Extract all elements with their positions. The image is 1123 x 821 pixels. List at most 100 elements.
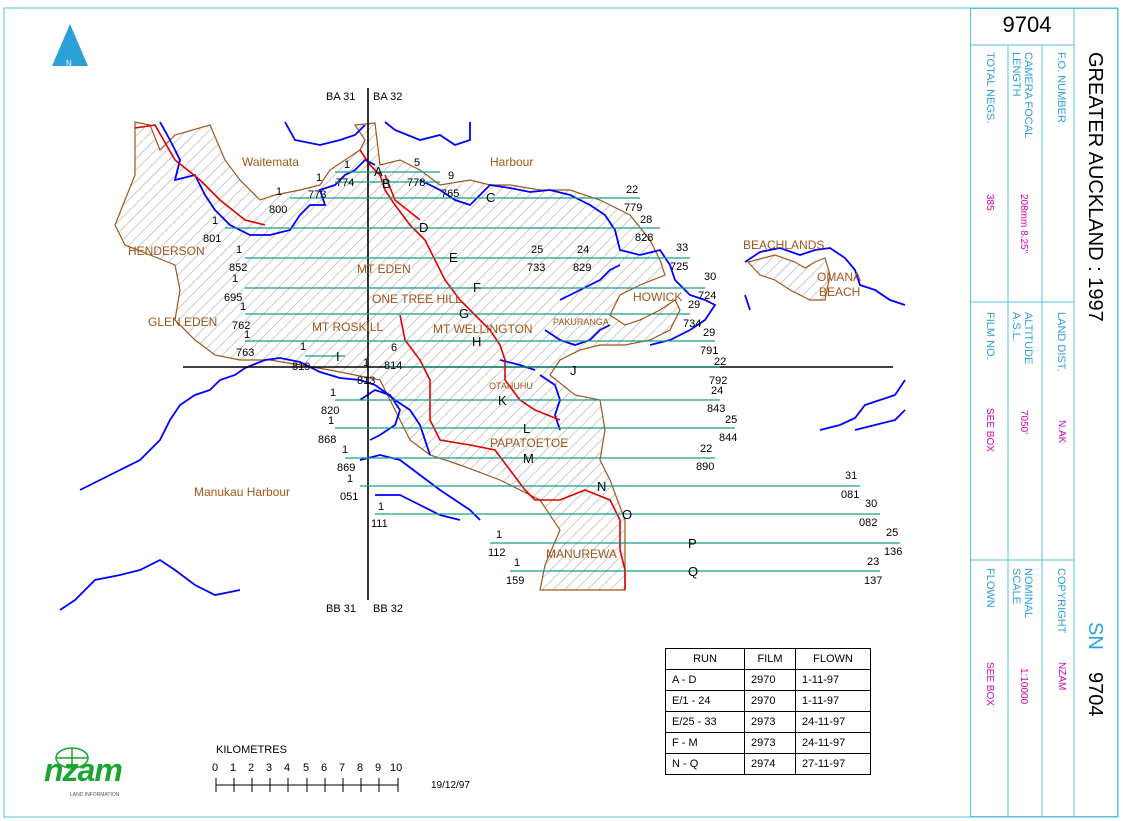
legend-film: 2970	[744, 690, 796, 712]
map-date: 19/12/97	[431, 780, 470, 791]
frame-number: 1	[496, 529, 503, 541]
scale-tick-label: 7	[339, 762, 346, 774]
frame-number: 1	[342, 444, 349, 456]
field-film-no-value: SEE BOX	[984, 408, 995, 452]
scale-tick-label: 8	[357, 762, 364, 774]
legend-row: E/1 - 24 2970 1-11-97	[665, 690, 871, 712]
urban-area	[114, 121, 831, 591]
run-letter-a: A	[374, 164, 383, 179]
scale-tick-label: 10	[390, 762, 403, 774]
legend-run: A - D	[665, 669, 745, 691]
scale-tick-label: 2	[248, 762, 255, 774]
grid-label-ba31: BA 31	[326, 91, 356, 103]
frame-number: 852	[229, 262, 248, 274]
frame-number: 724	[698, 290, 717, 302]
legend-header-row: RUN FILM FLOWN	[665, 648, 871, 670]
frame-number: 695	[224, 292, 243, 304]
sn-label: SN	[1084, 622, 1106, 650]
frame-number: 801	[203, 233, 222, 245]
field-total-negs-head: TOTAL NEGS.	[984, 52, 996, 124]
field-land-dist-head: LAND DIST.	[1055, 312, 1067, 372]
field-copyright-value: NZAM	[1056, 662, 1067, 691]
map-border	[3, 7, 1119, 818]
legend-flown: 27-11-97	[795, 753, 871, 775]
frame-number: 29	[688, 299, 701, 311]
frame-number: 137	[864, 575, 883, 587]
grid-label-bb31: BB 31	[326, 603, 356, 615]
frame-number: 1	[514, 557, 521, 569]
scale-tick-label: 9	[375, 762, 382, 774]
north-label: N	[66, 59, 72, 68]
frame-number: 5	[414, 157, 421, 169]
legend-header-flown: FLOWN	[795, 648, 871, 670]
frame-number: 791	[700, 345, 719, 357]
legend-film: 2970	[744, 669, 796, 691]
frame-number: 051	[340, 491, 359, 503]
frame-number: 868	[318, 434, 337, 446]
legend-row: F - M 2973 24-11-97	[665, 732, 871, 754]
place-howick: HOWICK	[633, 290, 683, 304]
legend-flown: 1-11-97	[795, 669, 871, 691]
north-arrow-icon	[52, 24, 88, 66]
field-camera-head: CAMERA FOCAL LENGTH	[1010, 52, 1034, 138]
map-title: GREATER AUCKLAND : 1997	[1084, 52, 1106, 322]
frame-number: 082	[859, 517, 878, 529]
scale-bar	[215, 778, 399, 792]
field-altitude-head: ALTITUDE A.S.L.	[1010, 312, 1034, 365]
legend-run: E/1 - 24	[665, 690, 745, 712]
legend-header-run: RUN	[665, 648, 745, 670]
legend-row: A - D 2970 1-11-97	[665, 669, 871, 691]
frame-number: 25	[531, 244, 544, 256]
field-nominal-scale-head: NOMINAL SCALE	[1010, 568, 1034, 618]
legend-run: E/25 - 33	[665, 711, 745, 733]
frame-number: 9	[448, 170, 455, 182]
run-letter-m: M	[523, 451, 534, 466]
run-letter-j: J	[570, 363, 577, 378]
title-panel	[970, 8, 1118, 817]
frame-number: 1	[240, 301, 247, 313]
legend-film: 2973	[744, 732, 796, 754]
nzam-logo: nzam	[44, 752, 123, 788]
frame-number: 31	[845, 470, 858, 482]
run-letter-d: D	[419, 220, 429, 235]
panel-dividers	[970, 8, 1075, 817]
place-mt-eden: MT EDEN	[357, 262, 411, 276]
frame-number: 844	[719, 432, 738, 444]
frame-number: 774	[336, 177, 355, 189]
place-harbour: Harbour	[490, 155, 534, 169]
frame-number: 30	[865, 498, 878, 510]
frame-number: 1	[232, 273, 239, 285]
frame-number: 1	[330, 387, 337, 399]
frame-number: 1	[347, 473, 354, 485]
frame-number: 792	[709, 375, 728, 387]
field-total-negs-value: 385	[984, 194, 995, 211]
frame-number: 869	[337, 462, 356, 474]
field-fo-number-head: F.O. NUMBER	[1055, 52, 1067, 123]
frame-number: 779	[624, 202, 643, 214]
frame-number: 33	[676, 242, 689, 254]
place-beachlands: BEACHLANDS	[743, 238, 825, 252]
frame-number: 829	[573, 262, 592, 274]
scale-tick-label: 4	[284, 762, 291, 774]
field-altitude-value: 7050'	[1018, 410, 1029, 435]
place-manurewa: MANUREWA	[546, 547, 617, 561]
nzam-tagline: LAND INFORMATION	[70, 792, 120, 798]
legend-row: E/25 - 33 2973 24-11-97	[665, 711, 871, 733]
legend-film: 2974	[744, 753, 796, 775]
grid-label-bb32: BB 32	[373, 603, 403, 615]
frame-number: 1	[236, 244, 243, 256]
legend-flown: 1-11-97	[795, 690, 871, 712]
scale-tick-label: 6	[321, 762, 328, 774]
frame-number: 1	[378, 501, 385, 513]
scale-tick-label: 0	[212, 762, 219, 774]
field-nominal-scale-value: 1:10000	[1018, 668, 1029, 705]
place-mt-roskill: MT ROSKILL	[312, 320, 384, 334]
frame-number: 800	[269, 204, 288, 216]
frame-number: 111	[371, 518, 388, 530]
frame-number: 828	[635, 232, 654, 244]
frame-number: 25	[725, 414, 738, 426]
sortie-number: 9704	[1002, 12, 1052, 37]
field-copyright-head: COPYRIGHT	[1055, 568, 1067, 634]
frame-number: 159	[506, 575, 525, 587]
scale-tick-label: 5	[303, 762, 310, 774]
